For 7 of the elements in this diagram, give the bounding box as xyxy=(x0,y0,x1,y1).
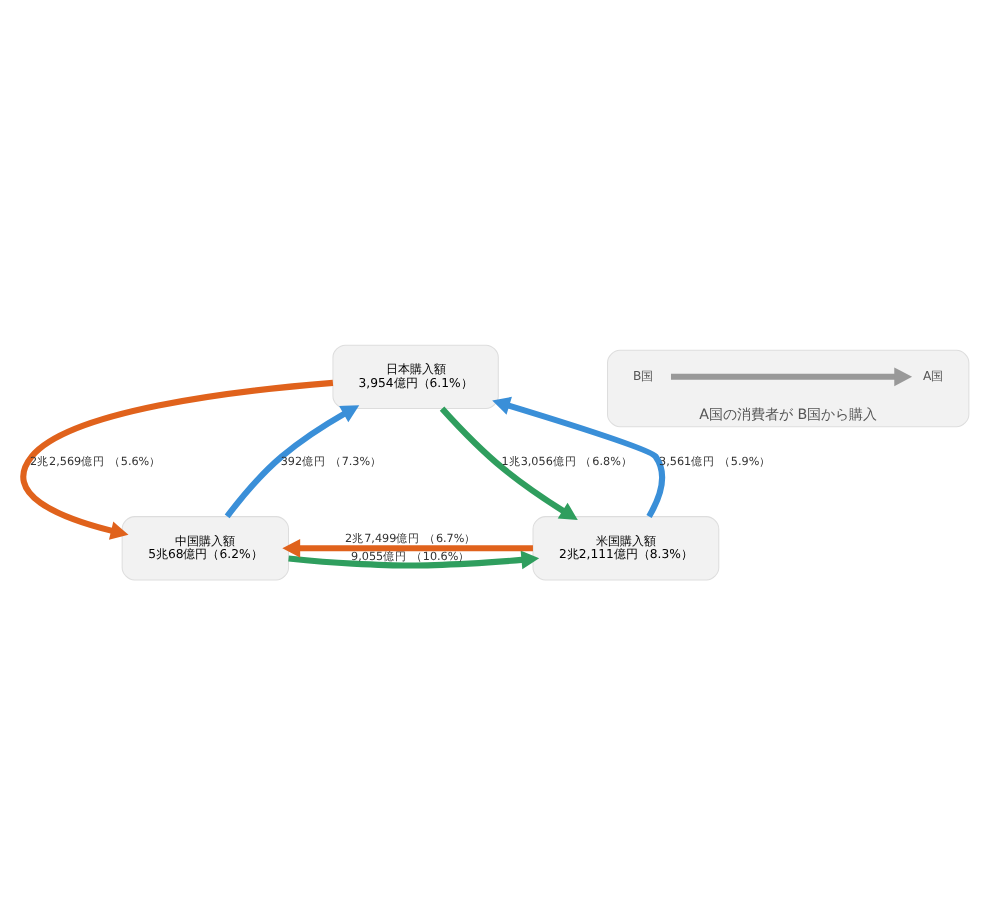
arrow xyxy=(288,549,540,569)
arrow xyxy=(671,366,913,386)
arrow xyxy=(224,404,360,518)
arrow xyxy=(439,405,578,519)
arrow xyxy=(20,378,334,539)
arrow xyxy=(492,395,665,517)
arrow xyxy=(282,537,533,557)
